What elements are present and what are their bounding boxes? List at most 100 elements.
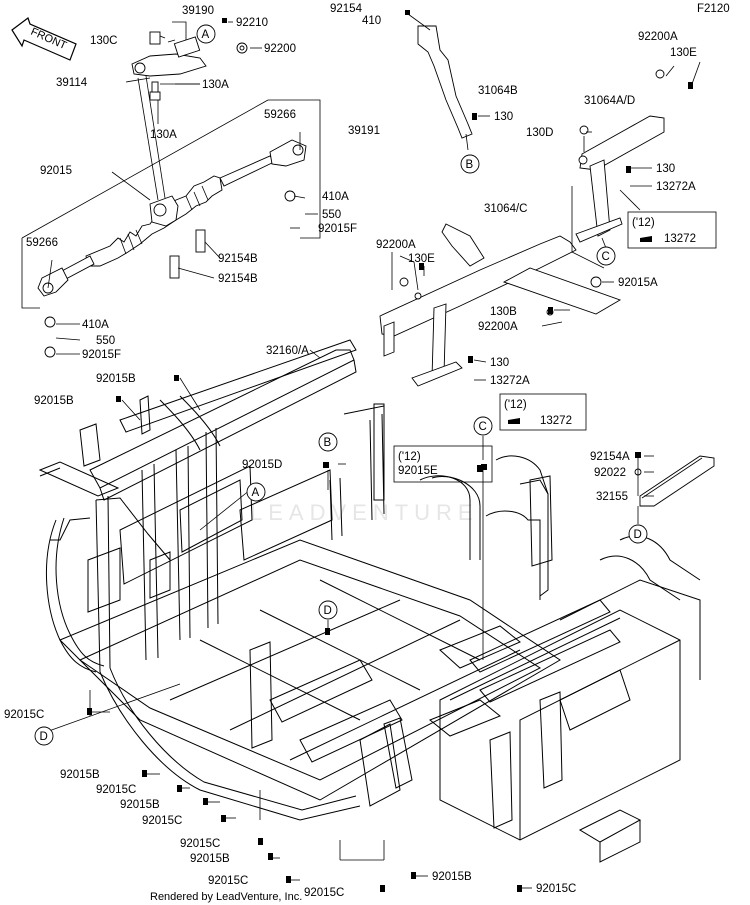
label-39191: 39191 <box>348 125 380 137</box>
callout-b-frame: B <box>318 432 338 452</box>
label-92015b-5: 92015B <box>190 853 230 865</box>
svg-text:A: A <box>252 487 260 499</box>
steering-group-bracket-right <box>268 99 321 239</box>
label-130e-1: 130E <box>670 47 697 59</box>
svg-text:C: C <box>602 251 610 263</box>
callout-d-bracket: D <box>628 524 648 544</box>
label-59266-2: 59266 <box>26 237 58 249</box>
note-box-92015e <box>393 445 493 483</box>
brace-31064ad <box>575 115 665 249</box>
callout-a-top: A <box>196 24 216 44</box>
steering-rack-assembly <box>21 75 321 309</box>
label-92154: 92154 <box>330 3 363 15</box>
svg-text:B: B <box>466 159 474 171</box>
callout-c-top: C <box>596 246 616 266</box>
label-12-note-3: ('12) <box>398 451 421 463</box>
label-130a-2: 130A <box>150 129 177 141</box>
svg-text:D: D <box>324 605 332 617</box>
label-92022: 92022 <box>594 467 626 479</box>
main-frame <box>38 339 701 863</box>
label-130d: 130D <box>526 127 554 139</box>
leader-lines <box>45 21 701 889</box>
frame-bolts <box>44 69 693 892</box>
label-92154b-1: 92154B <box>218 253 258 265</box>
label-32155: 32155 <box>596 491 628 503</box>
label-92015f-2: 92015F <box>82 349 121 361</box>
label-13272-2: 13272 <box>540 415 572 427</box>
label-92154a: 92154A <box>590 451 630 463</box>
label-130c: 130C <box>90 35 118 47</box>
label-12-note-2: ('12) <box>504 399 527 411</box>
label-92015a: 92015A <box>618 277 658 289</box>
label-92015b-3: 92015B <box>60 769 100 781</box>
label-92200a-3: 92200A <box>478 321 518 333</box>
label-92015d: 92015D <box>242 459 282 471</box>
footer-credit: Rendered by LeadVenture, Inc. <box>150 891 302 903</box>
label-39190: 39190 <box>182 5 214 17</box>
label-39114: 39114 <box>56 77 88 89</box>
steering-group-bracket-left <box>21 238 40 309</box>
label-13272-1: 13272 <box>664 233 696 245</box>
callout-b-top: B <box>460 154 480 174</box>
label-92015f-1: 92015F <box>318 223 357 235</box>
bracket-32155 <box>634 452 715 524</box>
label-92015c-2: 92015C <box>96 784 136 796</box>
label-130-2: 130 <box>656 163 675 175</box>
watermark-text: LEADVENTURE <box>250 500 479 525</box>
label-130-3: 130 <box>490 357 509 369</box>
label-92200a-1: 92200A <box>638 31 678 43</box>
label-410: 410 <box>362 15 381 27</box>
clip-icon <box>508 418 520 424</box>
note-box-13272-top <box>627 211 717 249</box>
label-92015c-5: 92015C <box>208 875 248 887</box>
label-31064c: 31064/C <box>484 203 527 215</box>
label-12-note-1: ('12) <box>632 217 655 229</box>
label-92015c-7: 92015C <box>536 883 576 895</box>
label-92015c-1: 92015C <box>4 709 44 721</box>
label-92200: 92200 <box>264 43 296 55</box>
label-130a-1: 130A <box>202 79 229 91</box>
label-92015c-4: 92015C <box>180 838 220 850</box>
svg-text:D: D <box>40 731 48 743</box>
label-92200a-2: 92200A <box>376 239 416 251</box>
label-410a-1: 410A <box>322 191 349 203</box>
label-410a-2: 410A <box>82 319 109 331</box>
svg-text:B: B <box>324 437 332 449</box>
clip-icon <box>640 236 652 242</box>
label-130e-2: 130E <box>408 253 435 265</box>
callout-a-frame: A <box>246 482 266 502</box>
label-92015b-2: 92015B <box>34 395 74 407</box>
diagram-code: F2120 <box>697 3 730 15</box>
label-92015c-6: 92015C <box>304 887 344 899</box>
callout-d-left: D <box>34 726 54 746</box>
label-92015b-6: 92015B <box>432 871 472 883</box>
label-13272a-1: 13272A <box>656 181 696 193</box>
label-59266-1: 59266 <box>264 109 296 121</box>
callout-d-frame: D <box>318 600 338 620</box>
label-92154b-2: 92154B <box>218 273 258 285</box>
label-130b: 130B <box>490 306 517 318</box>
label-550-2: 550 <box>96 335 115 347</box>
label-130-1: 130 <box>494 111 513 123</box>
brace-31064b <box>405 10 473 151</box>
svg-text:D: D <box>634 529 642 541</box>
label-92015b-1: 92015B <box>96 373 136 385</box>
label-31064ad: 31064A/D <box>584 95 635 107</box>
label-92210: 92210 <box>236 17 268 29</box>
label-92015c-3: 92015C <box>142 815 182 827</box>
callout-c-frame: C <box>473 416 493 436</box>
svg-text:C: C <box>479 421 487 433</box>
label-92015b-4: 92015B <box>120 799 160 811</box>
brace-31064c <box>379 223 622 387</box>
note-box-13272-mid <box>499 393 587 431</box>
part-labels: 39190 92210 130C 92200 39114 130A 130A 9… <box>4 3 697 899</box>
label-13272a-2: 13272A <box>490 375 530 387</box>
svg-text:A: A <box>202 29 210 41</box>
label-92015: 92015 <box>40 165 72 177</box>
label-550-1: 550 <box>322 209 341 221</box>
label-31064b: 31064B <box>478 85 518 97</box>
label-32160a: 32160/A <box>266 345 309 357</box>
label-92015e: 92015E <box>398 465 438 477</box>
steering-coupler-group <box>131 18 248 101</box>
